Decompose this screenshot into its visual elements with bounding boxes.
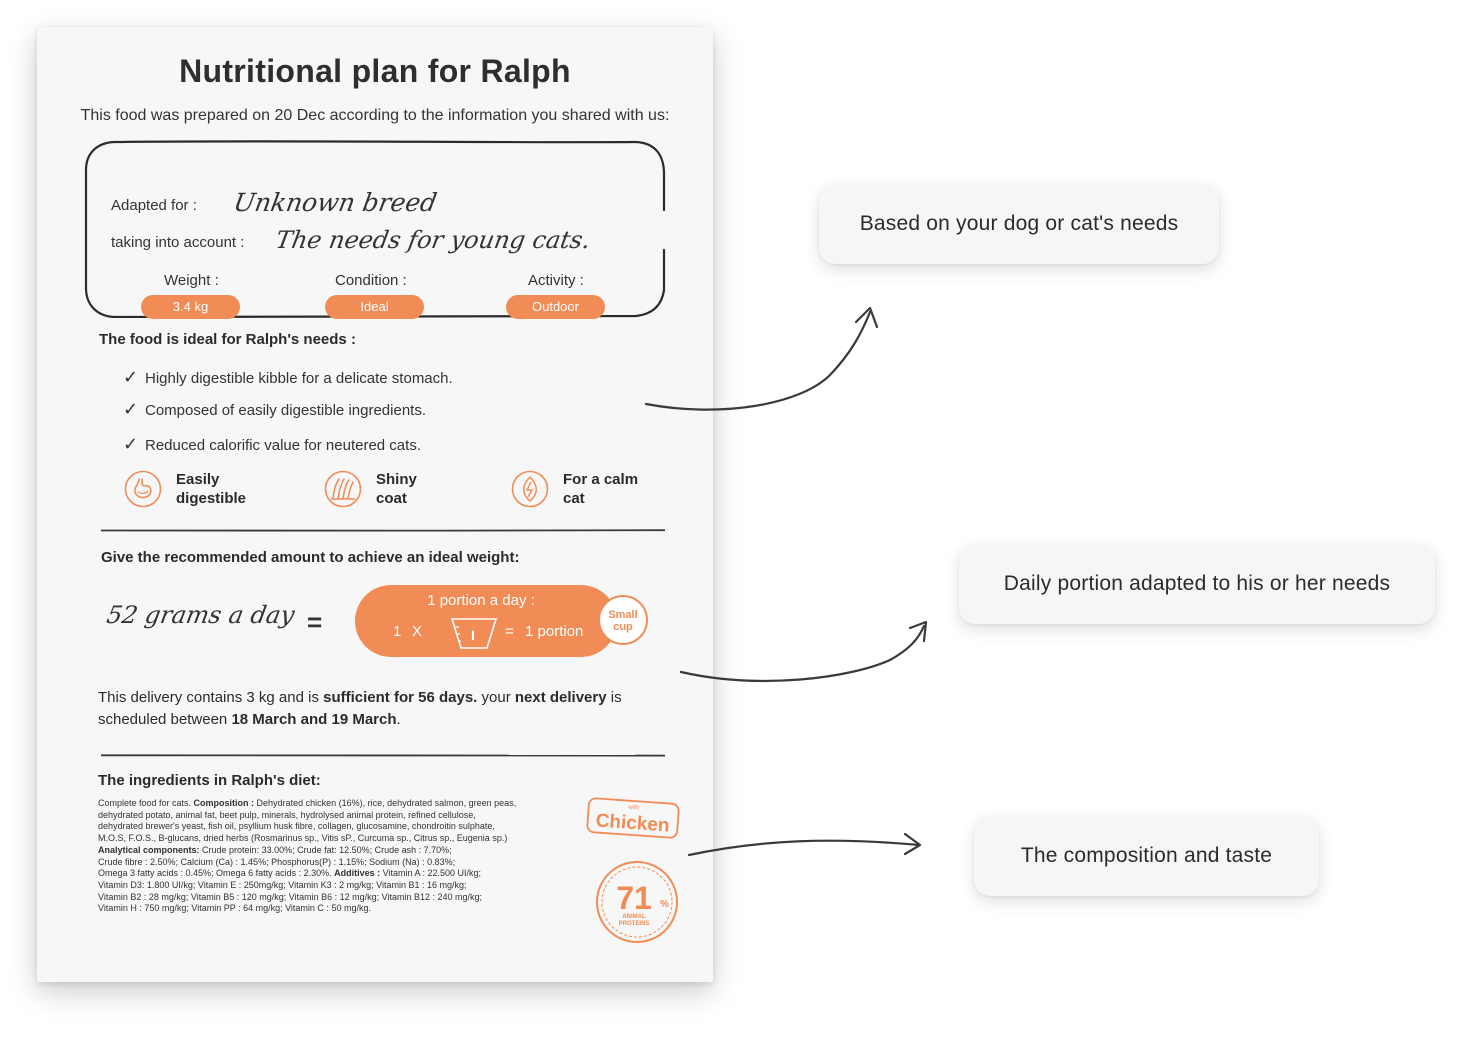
divider: [101, 529, 665, 532]
callout-composition: The composition and taste: [974, 816, 1319, 896]
hand-drawn-frame: [84, 140, 666, 318]
calm-icon: [511, 470, 549, 508]
equals-sign: =: [307, 607, 323, 637]
stomach-icon: [124, 470, 162, 508]
condition-pill: Ideal: [325, 295, 424, 319]
checkmark-icon: ✓: [123, 399, 139, 419]
svg-text:with: with: [627, 805, 639, 812]
arrow-composition-head: [903, 832, 922, 856]
portion-equals: =: [505, 623, 514, 640]
ingredients-heading: The ingredients in Ralph's diet:: [98, 772, 321, 789]
callout-portion: Daily portion adapted to his or her need…: [959, 544, 1435, 624]
taking-into-account-label: taking into account :: [111, 234, 245, 251]
ideal-heading: The food is ideal for Ralph's needs :: [99, 331, 356, 348]
arrow-portion-head: [908, 620, 928, 643]
checkmark-icon: ✓: [123, 434, 139, 454]
page-title: Nutritional plan for Ralph: [179, 53, 571, 89]
composition-text: Complete food for cats. Composition : De…: [98, 798, 517, 914]
divider: [101, 754, 665, 757]
check-item: ✓Highly digestible kibble for a delicate…: [123, 367, 453, 387]
activity-pill: Outdoor: [506, 295, 605, 319]
portion-count: 1: [393, 623, 402, 640]
arrow-portion: [679, 624, 926, 682]
svg-text:Chicken: Chicken: [595, 810, 670, 836]
activity-label: Activity :: [528, 272, 584, 289]
portion-pill: 1 portion a day : 1 X I = 1 portion: [355, 585, 617, 657]
svg-text:ANIMAL: ANIMAL: [622, 914, 646, 920]
condition-label: Condition :: [335, 272, 407, 289]
arrow-composition: [687, 839, 921, 857]
delivery-info: This delivery contains 3 kg and is suffi…: [98, 689, 622, 728]
weight-label: Weight :: [164, 272, 219, 289]
times-sign: X: [412, 623, 423, 640]
weight-pill: 3.4 kg: [141, 295, 240, 319]
arrow-needs-head: [854, 306, 879, 329]
svg-text:71: 71: [616, 880, 652, 916]
animal-protein-stamp: 71 % ANIMAL PROTEINS: [596, 861, 678, 943]
svg-text:%: %: [660, 899, 669, 910]
measuring-cup-icon: I: [450, 618, 498, 649]
checkmark-icon: ✓: [123, 367, 139, 387]
check-item: ✓Reduced calorific value for neutered ca…: [123, 434, 421, 454]
adapted-for-label: Adapted for :: [111, 197, 197, 214]
amount-heading: Give the recommended amount to achieve a…: [101, 549, 520, 566]
fur-icon: [324, 470, 362, 508]
svg-text:PROTEINS: PROTEINS: [619, 921, 650, 927]
cup-level-mark: I: [471, 627, 475, 643]
callout-needs: Based on your dog or cat's needs: [819, 184, 1219, 264]
profile-box: Adapted for : Unknown breed taking into …: [84, 140, 666, 319]
portion-result: 1 portion: [525, 623, 584, 640]
nutrition-plan-sheet: Nutritional plan for Ralph This food was…: [37, 27, 713, 982]
portion-title: 1 portion a day :: [427, 592, 535, 609]
arrow-needs: [644, 310, 872, 411]
check-item: ✓Composed of easily digestible ingredien…: [123, 399, 426, 419]
chicken-flavour-badge: with Chicken: [586, 797, 680, 839]
plan-subtitle: This food was prepared on 20 Dec accordi…: [80, 107, 670, 124]
